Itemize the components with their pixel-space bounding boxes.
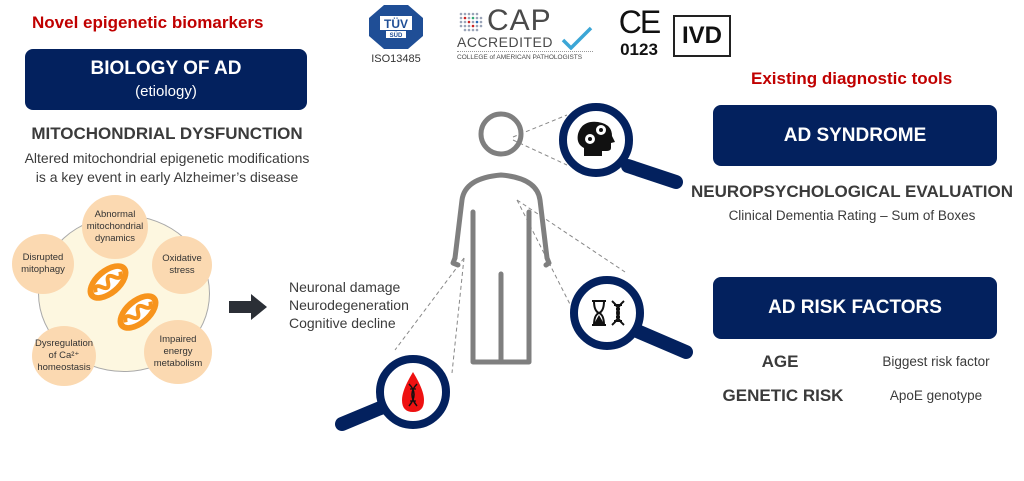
mitochondria-icon bbox=[87, 263, 159, 331]
hourglass-icon bbox=[592, 300, 606, 326]
ce-number: 0123 bbox=[620, 40, 658, 59]
biology-of-ad-box: BIOLOGY OF AD (etiology) bbox=[25, 49, 307, 110]
cap-dots-logo-icon bbox=[459, 12, 483, 32]
svg-text:SÜD: SÜD bbox=[390, 32, 403, 39]
risk-factors-list: AGE Biggest risk factor GENETIC RISK Apo… bbox=[720, 352, 1020, 414]
magnifier-age-genetics bbox=[570, 276, 693, 359]
risk-factor-detail: ApoE genotype bbox=[889, 388, 983, 403]
outcome-item: Cognitive decline bbox=[289, 315, 396, 331]
cap-accredited-text: ACCREDITED bbox=[457, 34, 554, 50]
mitochondrial-description: Altered mitochondrial epigenetic modific… bbox=[0, 149, 334, 187]
magnifier-blood-dna bbox=[335, 355, 450, 431]
ad-risk-factors-box: AD RISK FACTORS bbox=[713, 277, 997, 339]
tuv-sud-logo-icon: TÜV SÜD bbox=[369, 5, 423, 49]
checkmark-icon bbox=[561, 26, 593, 50]
ad-syndrome-box: AD SYNDROME bbox=[713, 105, 997, 166]
risk-factor-row: AGE Biggest risk factor bbox=[720, 352, 1020, 380]
risk-box-title: AD RISK FACTORS bbox=[768, 297, 942, 318]
risk-factor-detail: Biggest risk factor bbox=[882, 354, 990, 369]
outcomes-list: Neuronal damage Neurodegeneration Cognit… bbox=[289, 278, 409, 332]
person-outline-icon bbox=[450, 111, 552, 365]
biology-box-title: BIOLOGY OF AD bbox=[90, 58, 242, 79]
left-section-title: Novel epigenetic biomarkers bbox=[32, 13, 264, 32]
risk-factor-name: GENETIC RISK bbox=[722, 386, 844, 405]
cap-college-text: COLLEGE of AMERICAN PATHOLOGISTS bbox=[457, 54, 583, 61]
cap-logo-text: CAP bbox=[487, 4, 552, 37]
outcome-item: Neuronal damage bbox=[289, 279, 401, 295]
head-gears-icon bbox=[577, 121, 615, 156]
ce-mark-icon: CE bbox=[618, 4, 661, 40]
biology-box-subtitle: (etiology) bbox=[135, 83, 197, 100]
syndrome-box-title: AD SYNDROME bbox=[783, 124, 927, 146]
description-line-1: Altered mitochondrial epigenetic modific… bbox=[24, 150, 310, 166]
cdr-detail: Clinical Dementia Rating – Sum of Boxes bbox=[728, 208, 976, 223]
right-arrow-icon bbox=[229, 294, 267, 320]
neuropsych-heading: NEUROPSYCHOLOGICAL EVALUATION bbox=[690, 182, 1014, 201]
ce-mark: CE 0123 bbox=[614, 6, 664, 60]
right-section-title: Existing diagnostic tools bbox=[751, 69, 953, 88]
svg-text:TÜV: TÜV bbox=[384, 16, 408, 31]
dna-icon bbox=[611, 300, 625, 326]
ivd-label: IVD bbox=[673, 15, 731, 57]
cap-divider bbox=[457, 51, 593, 52]
risk-factor-name: AGE bbox=[761, 352, 799, 371]
risk-factor-row: GENETIC RISK ApoE genotype bbox=[720, 386, 1020, 414]
description-line-2: is a key event in early Alzheimer’s dise… bbox=[35, 169, 299, 185]
tuv-certification: TÜV SÜD ISO13485 bbox=[368, 4, 424, 65]
mitochondrial-dysfunction-heading: MITOCHONDRIAL DYSFUNCTION bbox=[31, 124, 303, 143]
human-figure-diagram bbox=[394, 111, 626, 374]
blood-drop-dna-icon bbox=[402, 372, 424, 412]
iso-caption: ISO13485 bbox=[371, 53, 421, 65]
magnifier-head bbox=[559, 103, 683, 189]
outcome-item: Neurodegeneration bbox=[289, 297, 409, 313]
